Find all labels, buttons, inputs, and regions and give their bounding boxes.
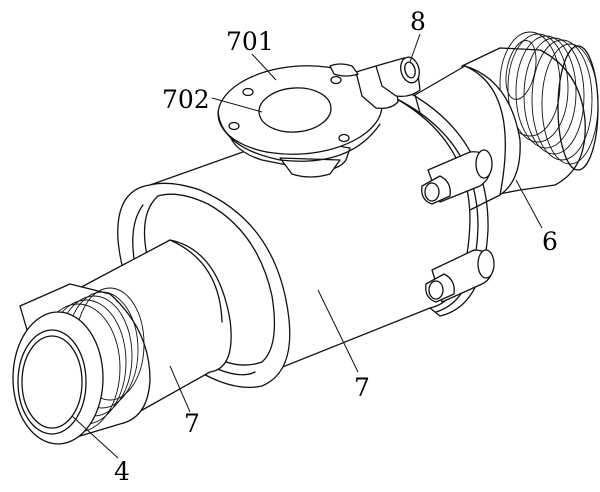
label-8: 8 bbox=[410, 7, 426, 36]
label-6: 6 bbox=[542, 227, 558, 256]
label-4: 4 bbox=[114, 457, 130, 486]
label-7-main: 7 bbox=[354, 373, 370, 402]
label-702: 702 bbox=[162, 85, 210, 114]
label-7-left: 7 bbox=[184, 409, 200, 438]
label-701: 701 bbox=[226, 27, 274, 56]
